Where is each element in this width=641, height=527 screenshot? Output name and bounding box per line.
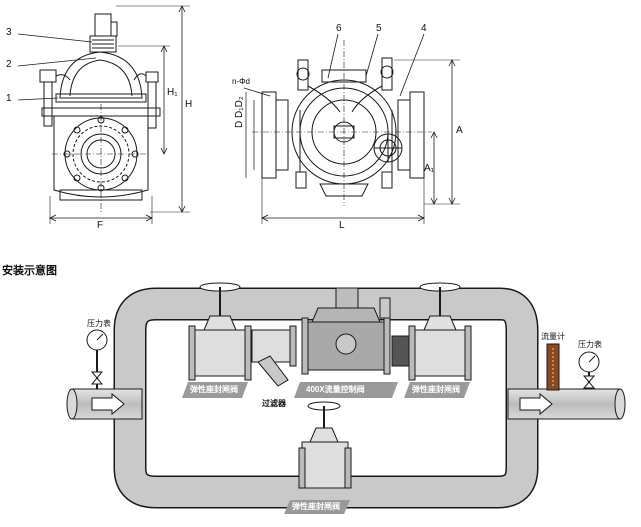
pilot-cap — [94, 13, 112, 37]
strainer-label: 过滤器 — [262, 399, 286, 408]
dim-l: L — [339, 220, 345, 231]
pressure-gauge-left-label: 压力表 — [87, 319, 111, 328]
dim-a1: A₁ — [424, 163, 435, 174]
flow-meter-label: 流量计 — [541, 332, 565, 341]
gate-valve-inlet — [188, 282, 252, 381]
dim-a: A — [456, 125, 463, 136]
pipe-loop — [115, 289, 537, 507]
flow-meter — [546, 343, 560, 391]
dim-f: F — [97, 220, 104, 231]
control-valve — [301, 287, 391, 375]
installation-diagram — [66, 282, 626, 514]
label-plate-outlet — [404, 382, 470, 398]
label-plate-inlet — [182, 382, 248, 398]
callout-5: 5 — [376, 23, 382, 34]
dim-h: H — [185, 99, 193, 110]
front-view — [17, 5, 190, 224]
bonnet-dome — [59, 51, 143, 99]
pressure-gauge-left — [86, 329, 108, 389]
gate-valve-bypass — [298, 401, 352, 489]
pressure-gauge-right-label: 压力表 — [578, 340, 602, 349]
label-plate-control — [294, 382, 398, 398]
left-flange — [261, 91, 277, 179]
right-flange — [409, 91, 425, 179]
pressure-gauge-right — [578, 351, 600, 389]
dim-h1: H₁ — [167, 87, 178, 98]
valve-inlet-label: 弹性座封闸阀 — [190, 385, 238, 394]
label-plate-bypass — [284, 500, 350, 514]
callout-6: 6 — [336, 23, 342, 34]
valve-outlet-label: 弹性座封闸阀 — [412, 385, 460, 394]
control-valve-label: 400X流量控制阀 — [306, 385, 365, 394]
side-view — [243, 33, 460, 224]
strainer — [251, 325, 297, 387]
dim-n-phi-d: n-Φd — [232, 77, 250, 86]
callout-1: 1 — [6, 93, 12, 104]
outlet-arrow — [519, 392, 553, 416]
callout-3: 3 — [6, 27, 12, 38]
callout-2: 2 — [6, 59, 12, 70]
inlet-arrow — [91, 392, 125, 416]
dim-d-stack: D D₁D₂ — [234, 96, 245, 128]
callout-4: 4 — [421, 23, 427, 34]
valve-body — [53, 115, 149, 198]
install-title: 安装示意图 — [2, 265, 57, 277]
gate-valve-outlet — [408, 282, 472, 381]
valve-bypass-label: 弹性座封闸阀 — [292, 502, 340, 511]
